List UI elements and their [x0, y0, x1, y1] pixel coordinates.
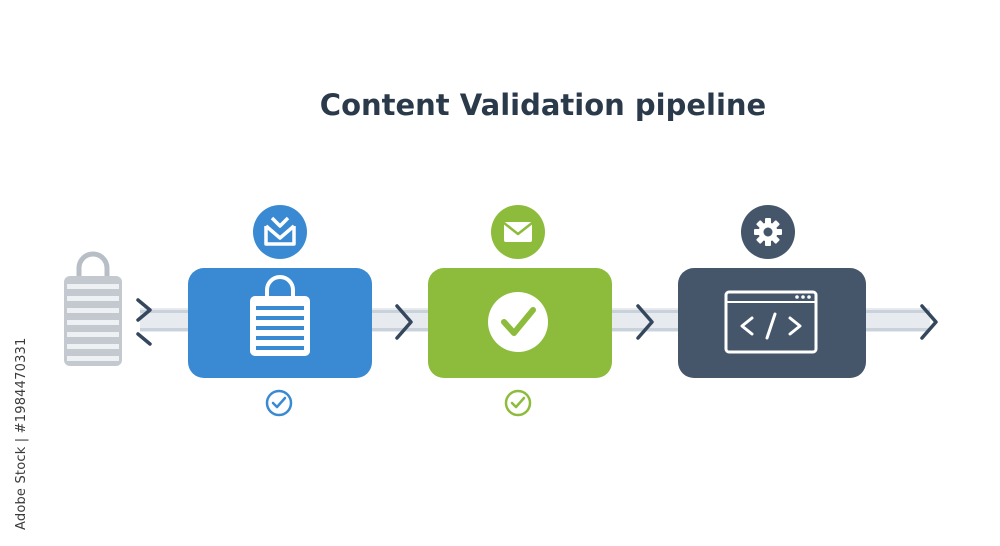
- gear-icon: [741, 205, 795, 259]
- flow-arrow-1: [136, 298, 152, 322]
- code-window-icon: [724, 290, 818, 354]
- shopping-bag-icon: [250, 275, 310, 356]
- lock-icon: [64, 251, 122, 366]
- stage-1-card: [188, 268, 372, 378]
- check-badge-icon: [488, 292, 548, 352]
- stage-1-check-circle-icon: [265, 389, 293, 417]
- flow-arrow-4: [920, 304, 938, 340]
- stage-2-card: [428, 268, 612, 378]
- flow-arrow-2: [395, 304, 413, 340]
- stage-2-check-circle-icon: [504, 389, 532, 417]
- flow-arrow-3: [636, 304, 654, 340]
- stage-3-card: [678, 268, 866, 378]
- envelope-icon: [491, 205, 545, 259]
- flow-arrow-1b: [136, 332, 152, 346]
- diagram-title: Content Validation pipeline: [319, 88, 767, 122]
- inbox-download-icon: [253, 205, 307, 259]
